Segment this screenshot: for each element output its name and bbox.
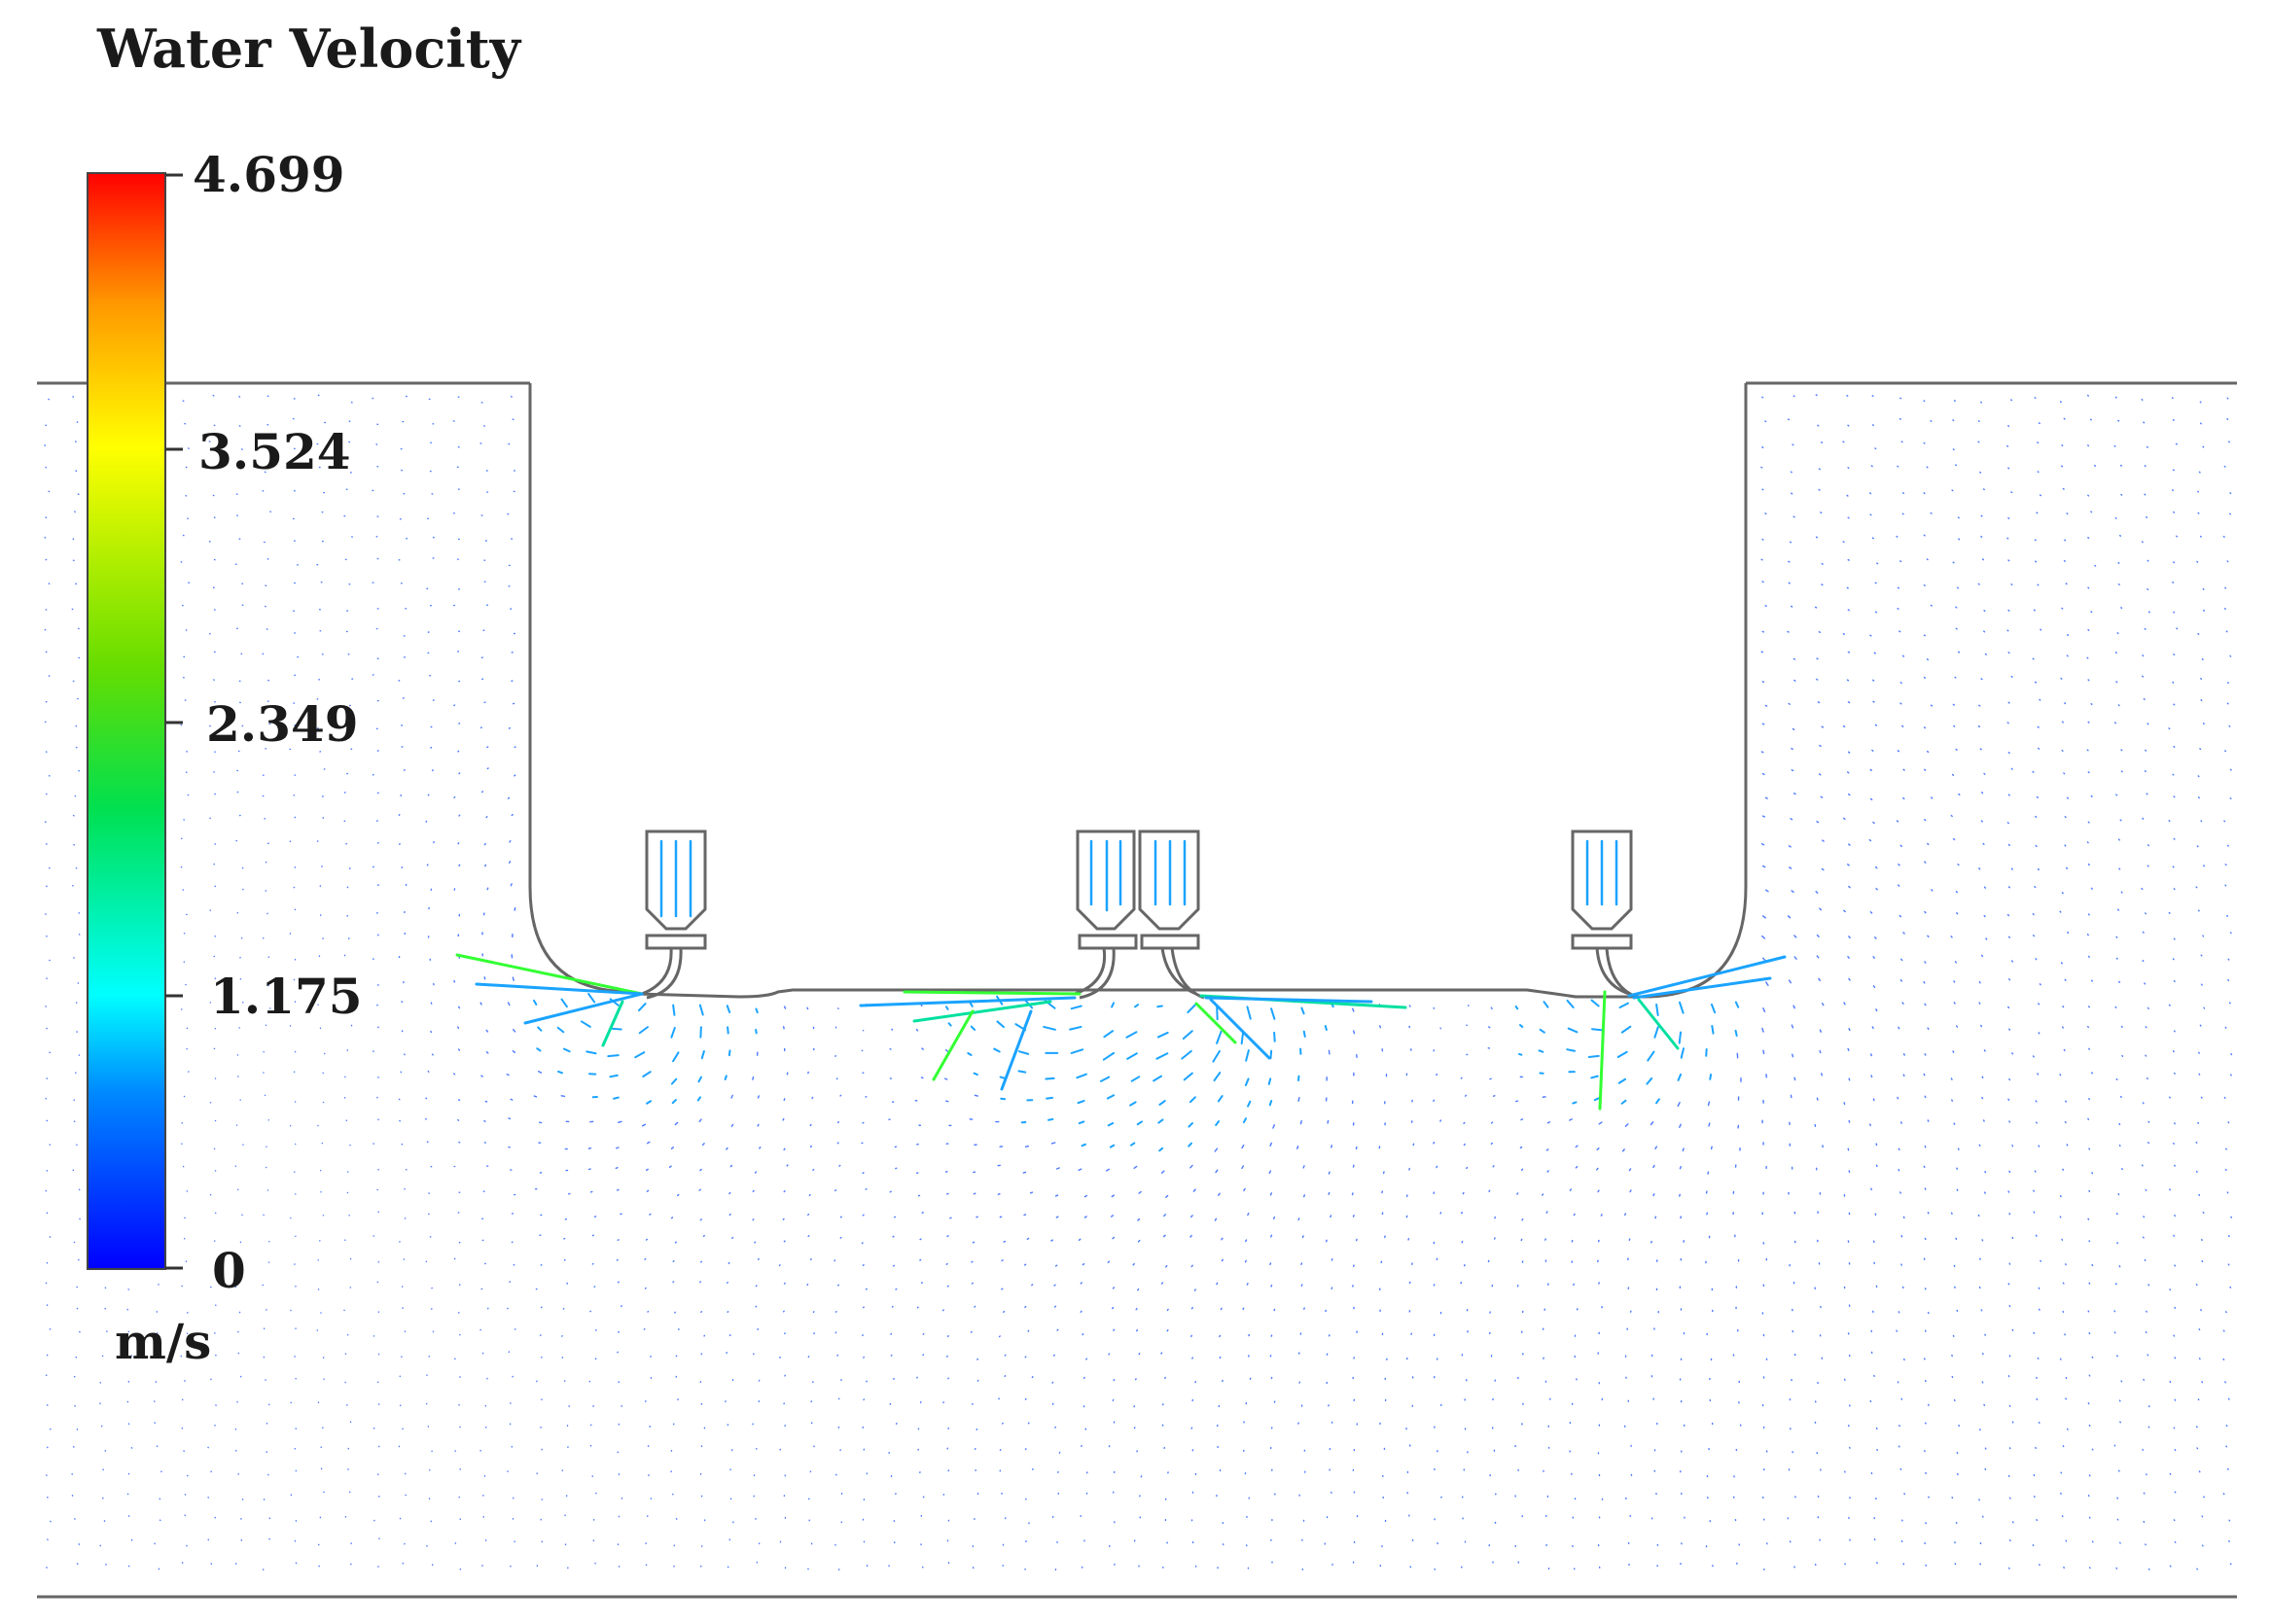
colorbar-tick-label: 3.524 xyxy=(198,423,351,480)
colorbar-tick-label: 1.175 xyxy=(210,968,363,1025)
nozzle-4 xyxy=(1571,830,1640,1000)
colorbar-tick-label: 2.349 xyxy=(206,695,359,753)
domain-outline xyxy=(37,381,2237,1599)
velocity-background-field xyxy=(44,394,2233,1571)
nozzle-group xyxy=(641,830,1640,1000)
legend-title: Water Velocity xyxy=(97,18,521,80)
colorbar-gradient xyxy=(87,172,166,1270)
jet-velocity-arrows xyxy=(455,839,1787,1111)
hull-profile xyxy=(528,383,1748,999)
colorbar-tick-label: 0 xyxy=(212,1242,246,1299)
colorbar xyxy=(87,172,183,1270)
colorbar-tick-label: 4.699 xyxy=(193,146,345,203)
nozzle-2 xyxy=(1074,830,1138,1000)
nozzle-1 xyxy=(641,830,707,1000)
legend-units: m/s xyxy=(115,1313,212,1370)
nozzle-3 xyxy=(1138,830,1205,1000)
